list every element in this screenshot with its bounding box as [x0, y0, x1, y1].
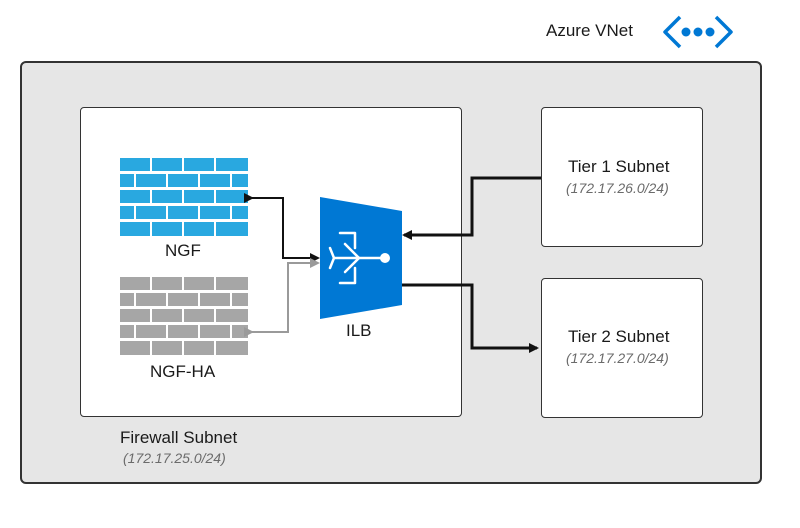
tier2-subnet-title: Tier 2 Subnet [568, 327, 670, 346]
tier1-subnet-cidr: (172.17.26.0/24) [566, 180, 669, 196]
tier1-subnet-box [541, 107, 703, 247]
ngf-ha-firewall-icon [120, 277, 248, 355]
ngf-firewall-icon [120, 158, 248, 236]
ngf-ha-label: NGF-HA [150, 362, 216, 381]
ngf-label: NGF [165, 241, 201, 260]
ngf-ilb-connector [244, 193, 320, 263]
tier2-subnet-box [541, 278, 703, 418]
tier1-subnet-title: Tier 1 Subnet [568, 157, 670, 176]
ilb-label: ILB [346, 321, 372, 340]
tier1-ilb-connector [402, 176, 541, 240]
vnet-title: Azure VNet [546, 21, 633, 40]
tier2-subnet-cidr: (172.17.27.0/24) [566, 350, 669, 366]
load-balancer-icon [320, 197, 402, 319]
vnet-icon [663, 15, 733, 49]
ilb-tier2-connector [402, 283, 539, 353]
firewall-subnet-cidr: (172.17.25.0/24) [123, 450, 226, 466]
firewall-subnet-title: Firewall Subnet [120, 428, 238, 447]
ngf-ha-ilb-connector [244, 258, 320, 337]
